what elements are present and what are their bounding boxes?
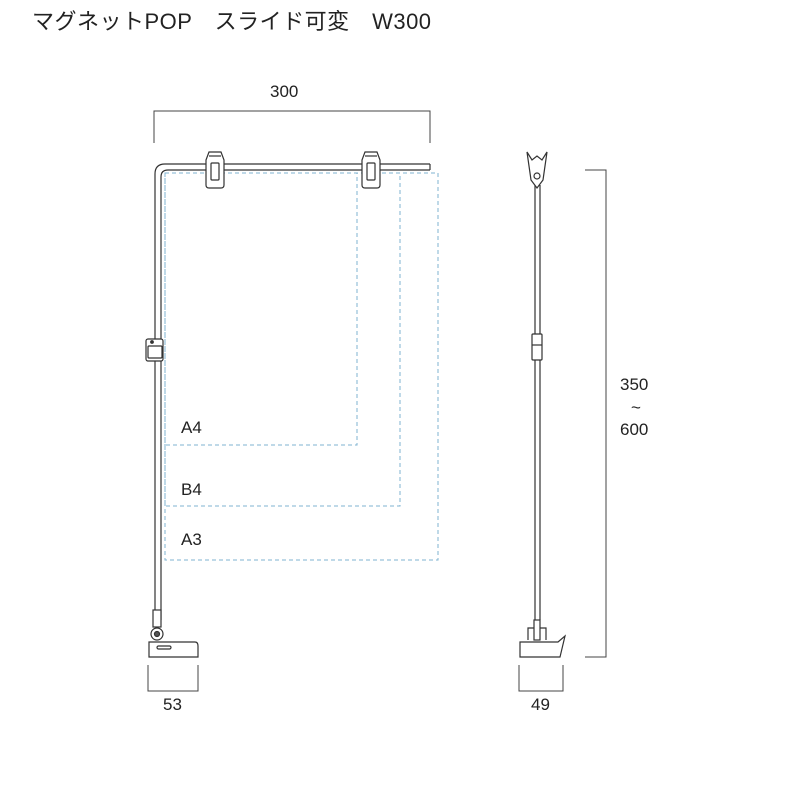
front-rod (154, 163, 431, 620)
slider-clamp (145, 338, 164, 362)
clip-left (205, 151, 225, 189)
base-side-dimension-label: 49 (531, 695, 550, 714)
clip-right (361, 151, 381, 189)
front-base (148, 609, 199, 658)
paper-outline-a3 (164, 172, 439, 561)
base-side-dimension-bracket (518, 665, 564, 692)
base-front-dimension-bracket (147, 665, 199, 692)
page-title: マグネットPOP スライド可変 W300 (32, 9, 432, 34)
height-max-label: 600 (620, 420, 649, 439)
width-dimension-label: 300 (270, 82, 299, 101)
side-view (519, 151, 567, 658)
height-dimension-bracket (585, 169, 607, 658)
base-front-dimension-label: 53 (163, 695, 182, 714)
paper-outline-b4 (164, 172, 401, 507)
paper-label-a3: A3 (181, 530, 202, 549)
paper-label-a4: A4 (181, 418, 202, 437)
width-dimension-bracket (153, 110, 431, 143)
paper-outline-a4 (164, 172, 358, 446)
height-range-separator: ~ (631, 398, 641, 417)
paper-label-b4: B4 (181, 480, 202, 499)
height-min-label: 350 (620, 375, 649, 394)
